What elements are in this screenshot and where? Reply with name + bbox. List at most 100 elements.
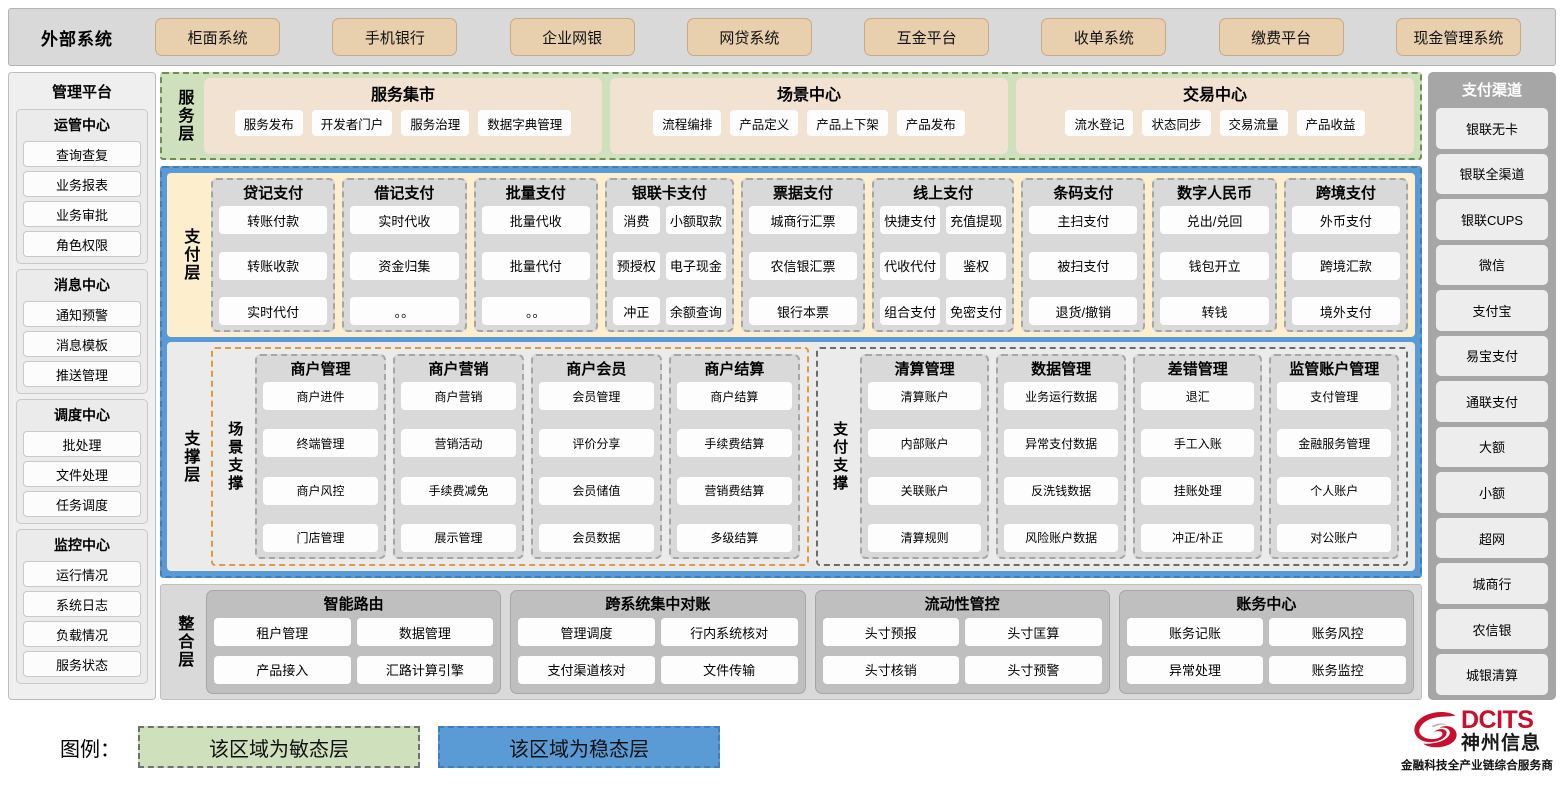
- scene-support-item[interactable]: 会员储值: [538, 476, 654, 505]
- service-item[interactable]: 产品发布: [896, 110, 965, 136]
- payment-item[interactable]: 免密支付: [946, 297, 1007, 325]
- payment-item[interactable]: 。。: [350, 297, 459, 325]
- integration-item[interactable]: 管理调度: [518, 618, 655, 646]
- payment-channel-item[interactable]: 银联CUPS: [1436, 199, 1548, 240]
- integration-item[interactable]: 汇路计算引擎: [356, 655, 494, 684]
- external-system-chip[interactable]: 缴费平台: [1218, 18, 1344, 56]
- integration-item[interactable]: 数据管理: [356, 618, 494, 646]
- payment-item[interactable]: 充值提现: [946, 206, 1007, 234]
- scene-support-item[interactable]: 营销活动: [400, 429, 516, 458]
- external-system-chip[interactable]: 收单系统: [1041, 18, 1167, 56]
- management-item[interactable]: 推送管理: [23, 361, 141, 387]
- integration-item[interactable]: 头寸核销: [822, 655, 960, 684]
- payment-item[interactable]: 批量代收: [481, 206, 590, 234]
- integration-item[interactable]: 行内系统核对: [660, 618, 798, 646]
- payment-item[interactable]: 城商行汇票: [748, 206, 858, 234]
- scene-support-item[interactable]: 商户风控: [263, 476, 378, 505]
- payment-item[interactable]: 预授权: [612, 251, 660, 280]
- payment-channel-item[interactable]: 易宝支付: [1436, 335, 1548, 377]
- management-item[interactable]: 业务审批: [23, 201, 141, 227]
- scene-support-item[interactable]: 商户营销: [400, 382, 516, 410]
- payment-item[interactable]: 鉴权: [946, 251, 1007, 280]
- payment-channel-item[interactable]: 支付宝: [1436, 290, 1548, 331]
- payment-item[interactable]: 代收代付: [880, 251, 941, 280]
- payment-channel-item[interactable]: 农信银: [1436, 608, 1548, 650]
- payment-item[interactable]: 外币支付: [1291, 206, 1401, 234]
- scene-support-item[interactable]: 终端管理: [263, 429, 378, 458]
- scene-support-item[interactable]: 会员数据: [538, 523, 654, 552]
- payment-support-item[interactable]: 金融服务管理: [1277, 429, 1391, 458]
- payment-channel-item[interactable]: 微信: [1436, 244, 1548, 286]
- integration-item[interactable]: 头寸匡算: [965, 618, 1102, 646]
- payment-item[interactable]: 电子现金: [665, 251, 726, 280]
- external-system-chip[interactable]: 互金平台: [864, 18, 990, 56]
- payment-item[interactable]: 资金归集: [350, 251, 459, 280]
- scene-support-item[interactable]: 手续费结算: [676, 429, 792, 458]
- payment-item[interactable]: 实时代收: [350, 206, 459, 234]
- payment-support-item[interactable]: 清算账户: [867, 382, 982, 410]
- service-item[interactable]: 交易流量: [1219, 110, 1288, 136]
- service-item[interactable]: 产品上下架: [807, 110, 888, 136]
- payment-support-item[interactable]: 清算规则: [867, 523, 982, 552]
- payment-support-item[interactable]: 反洗钱数据: [1004, 476, 1118, 505]
- external-system-chip[interactable]: 现金管理系统: [1395, 18, 1521, 56]
- management-item[interactable]: 通知预警: [23, 301, 141, 327]
- payment-channel-item[interactable]: 城商行: [1436, 563, 1548, 604]
- integration-item[interactable]: 产品接入: [214, 655, 351, 684]
- payment-item[interactable]: 实时代付: [219, 297, 328, 325]
- scene-support-item[interactable]: 多级结算: [676, 523, 792, 552]
- management-item[interactable]: 系统日志: [23, 591, 141, 617]
- management-item[interactable]: 任务调度: [23, 491, 141, 517]
- service-item[interactable]: 流水登记: [1065, 110, 1134, 136]
- payment-item[interactable]: 快捷支付: [880, 206, 941, 234]
- management-item[interactable]: 消息模板: [23, 331, 141, 357]
- payment-item[interactable]: 退货/撤销: [1029, 297, 1138, 325]
- payment-item[interactable]: 主扫支付: [1029, 206, 1138, 234]
- payment-channel-item[interactable]: 小额: [1436, 472, 1548, 513]
- payment-support-item[interactable]: 关联账户: [867, 476, 982, 505]
- payment-channel-item[interactable]: 银联全渠道: [1436, 153, 1548, 195]
- payment-item[interactable]: 小额取款: [665, 206, 726, 234]
- payment-item[interactable]: 境外支付: [1291, 297, 1401, 325]
- payment-item[interactable]: 消费: [612, 206, 660, 234]
- external-system-chip[interactable]: 柜面系统: [155, 18, 281, 56]
- payment-support-item[interactable]: 业务运行数据: [1004, 382, 1118, 410]
- management-item[interactable]: 负载情况: [23, 621, 141, 647]
- service-item[interactable]: 流程编排: [653, 110, 722, 136]
- scene-support-item[interactable]: 门店管理: [263, 523, 378, 552]
- integration-item[interactable]: 支付渠道核对: [518, 655, 655, 684]
- service-item[interactable]: 状态同步: [1142, 110, 1211, 136]
- management-item[interactable]: 批处理: [23, 431, 141, 457]
- payment-support-item[interactable]: 手工入账: [1140, 429, 1255, 458]
- management-item[interactable]: 业务报表: [23, 171, 141, 197]
- payment-support-item[interactable]: 内部账户: [867, 429, 982, 458]
- external-system-chip[interactable]: 手机银行: [332, 18, 458, 56]
- service-item[interactable]: 产品定义: [730, 110, 799, 136]
- payment-item[interactable]: 转钱: [1160, 297, 1269, 325]
- external-system-chip[interactable]: 企业网银: [509, 18, 635, 56]
- management-item[interactable]: 查询查复: [23, 141, 141, 167]
- payment-item[interactable]: 跨境汇款: [1291, 251, 1401, 280]
- service-item[interactable]: 服务治理: [401, 110, 470, 136]
- payment-item[interactable]: 被扫支付: [1029, 251, 1138, 280]
- payment-support-item[interactable]: 退汇: [1140, 382, 1255, 410]
- management-item[interactable]: 运行情况: [23, 561, 141, 587]
- service-item[interactable]: 数据字典管理: [478, 110, 572, 136]
- payment-support-item[interactable]: 冲正/补正: [1140, 523, 1255, 552]
- scene-support-item[interactable]: 展示管理: [400, 523, 516, 552]
- payment-channel-item[interactable]: 城银清算: [1436, 654, 1548, 695]
- payment-support-item[interactable]: 支付管理: [1277, 382, 1391, 410]
- payment-support-item[interactable]: 异常支付数据: [1004, 429, 1118, 458]
- payment-item[interactable]: 批量代付: [481, 251, 590, 280]
- payment-support-item[interactable]: 对公账户: [1277, 523, 1391, 552]
- payment-item[interactable]: 银行本票: [748, 297, 858, 325]
- management-item[interactable]: 角色权限: [23, 231, 141, 257]
- payment-channel-item[interactable]: 银联无卡: [1436, 108, 1548, 149]
- payment-channel-item[interactable]: 大额: [1436, 426, 1548, 468]
- payment-channel-item[interactable]: 通联支付: [1436, 381, 1548, 422]
- payment-support-item[interactable]: 风险账户数据: [1004, 523, 1118, 552]
- service-item[interactable]: 服务发布: [234, 110, 303, 136]
- external-system-chip[interactable]: 网贷系统: [686, 18, 812, 56]
- payment-item[interactable]: 余额查询: [665, 297, 726, 325]
- payment-channel-item[interactable]: 超网: [1436, 517, 1548, 559]
